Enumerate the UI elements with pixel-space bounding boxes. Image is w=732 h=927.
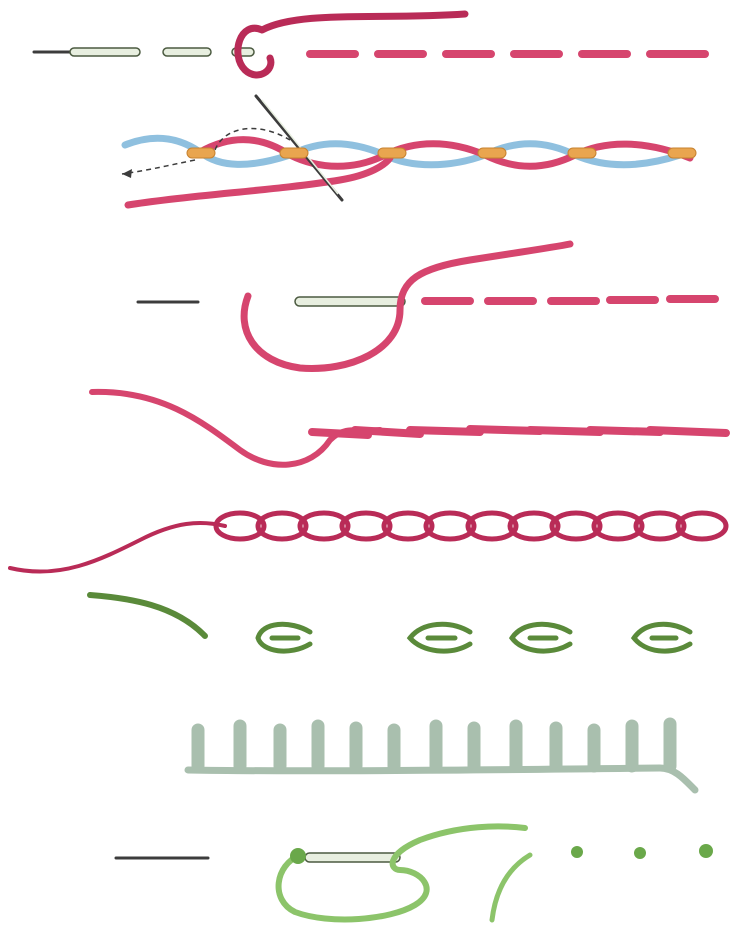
dashed-path-arrow — [122, 160, 195, 174]
knot-wrap — [290, 848, 306, 864]
thread-loop — [244, 244, 570, 368]
fly-stitch-row — [90, 595, 690, 651]
fly-stitch — [512, 624, 570, 651]
running-stitch-row — [34, 14, 705, 75]
orange-stitches — [187, 148, 696, 158]
stitch-bar — [187, 148, 215, 158]
stem-stitch-row — [92, 392, 726, 465]
whipped-running-stitch-row — [122, 96, 696, 205]
fly-thread — [90, 595, 205, 636]
knot — [634, 847, 646, 859]
needle-shaft — [295, 297, 405, 306]
stem-stitches — [312, 429, 726, 435]
stitch-bar — [568, 148, 596, 158]
stem-thread — [92, 392, 380, 465]
blanket-stitch-row — [188, 724, 695, 790]
french-knot-row — [116, 826, 713, 920]
french-knots — [571, 844, 713, 859]
stitch-bar — [280, 148, 308, 158]
chain-stitch-row — [10, 513, 726, 572]
back-stitches — [425, 299, 715, 301]
fly-stitch — [258, 624, 310, 651]
fly-stitch — [634, 624, 690, 651]
blanket-base-thread — [188, 768, 695, 790]
knot-thread-loop — [279, 826, 525, 919]
thread-loop — [238, 14, 465, 75]
stitch-bar — [478, 148, 506, 158]
stitch-bar — [668, 148, 696, 158]
knot — [571, 846, 583, 858]
stitch-bar — [378, 148, 406, 158]
knot — [699, 844, 713, 858]
needle-shaft — [305, 853, 400, 862]
needle-shaft-segment — [163, 48, 211, 56]
arrow-icon — [122, 169, 132, 178]
chain-thread — [10, 523, 225, 572]
chain-links — [216, 513, 726, 539]
fly-stitches — [258, 624, 690, 651]
back-stitch-row — [138, 244, 715, 368]
blanket-verticals — [198, 724, 670, 766]
stem-segment — [650, 430, 726, 433]
fly-stitch — [410, 624, 470, 651]
knot-thread-tail — [492, 855, 530, 920]
needle-shaft — [70, 48, 140, 56]
